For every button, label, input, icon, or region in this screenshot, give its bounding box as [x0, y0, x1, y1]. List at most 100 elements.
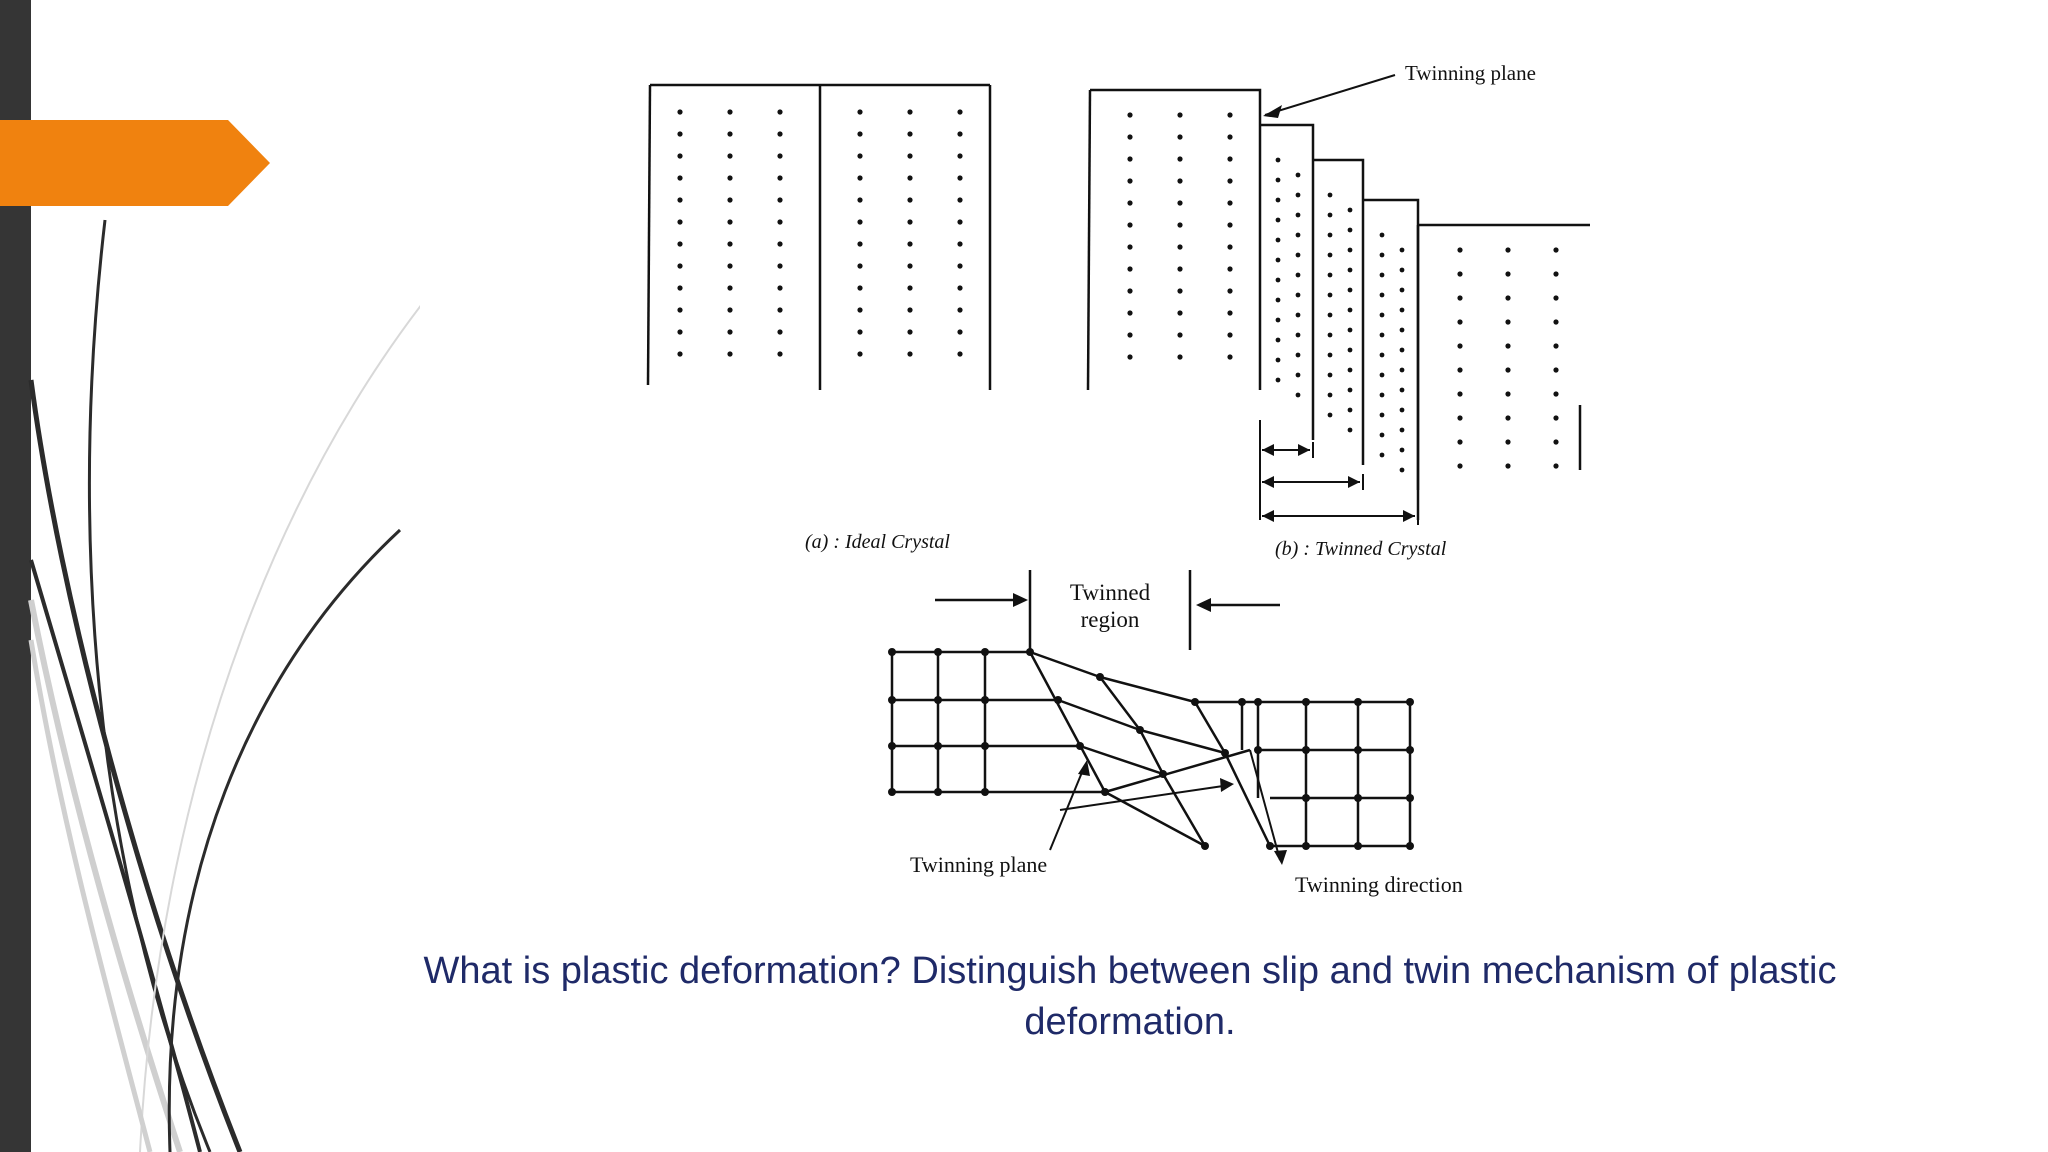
atom-dot — [1347, 227, 1353, 233]
atom-dot — [907, 131, 913, 137]
atom-dot — [1347, 307, 1353, 313]
atom-dot — [1505, 343, 1511, 349]
lattice-node — [1406, 746, 1414, 754]
lattice-node — [1159, 770, 1167, 778]
atom-dot — [1227, 288, 1233, 294]
atom-dot — [1177, 288, 1183, 294]
atom-dot — [1127, 266, 1133, 272]
lattice-node — [1354, 842, 1362, 850]
twinned-region-label-line1: Twinned — [1070, 580, 1151, 605]
atom-dot — [1227, 354, 1233, 360]
atom-dot — [1127, 178, 1133, 184]
atom-dot — [1227, 266, 1233, 272]
atom-dot — [907, 241, 913, 247]
atom-dot — [857, 329, 863, 335]
atom-dot — [1505, 271, 1511, 277]
atom-dot — [1295, 172, 1301, 178]
atom-dot — [677, 329, 683, 335]
atom-dot — [1327, 232, 1333, 238]
lattice-node — [1406, 794, 1414, 802]
atom-dot — [1379, 412, 1385, 418]
atom-dot — [957, 175, 963, 181]
accent-arrow-shape — [0, 120, 270, 206]
atom-dot — [1553, 319, 1559, 325]
atom-dot — [1505, 295, 1511, 301]
atom-dot — [1275, 257, 1281, 263]
atom-dot — [857, 153, 863, 159]
atom-dot — [957, 197, 963, 203]
atom-dot — [1399, 427, 1405, 433]
atom-dot — [907, 285, 913, 291]
atom-dot — [907, 197, 913, 203]
atom-dot — [1327, 352, 1333, 358]
atom-dot — [1295, 292, 1301, 298]
decorative-swoosh-lines — [28, 219, 420, 1152]
atom-dot — [677, 241, 683, 247]
atom-dot — [1327, 252, 1333, 258]
atom-dot — [677, 197, 683, 203]
atom-dot — [777, 285, 783, 291]
atom-dot — [1457, 367, 1463, 373]
atom-dot — [1379, 452, 1385, 458]
atom-dot — [727, 153, 733, 159]
atom-dot — [857, 285, 863, 291]
ideal-crystal-atoms — [677, 109, 963, 357]
atom-dot — [1347, 207, 1353, 213]
lattice-node — [1302, 746, 1310, 754]
atom-dot — [677, 153, 683, 159]
atom-dot — [1399, 467, 1405, 473]
ideal-crystal-figure — [646, 83, 992, 390]
atom-dot — [777, 131, 783, 137]
atom-dot — [1347, 327, 1353, 333]
atom-dot — [1457, 343, 1463, 349]
lattice-node — [934, 696, 942, 704]
atom-dot — [1177, 222, 1183, 228]
atom-dot — [1177, 266, 1183, 272]
atom-dot — [1553, 367, 1559, 373]
lattice-node — [1054, 696, 1062, 704]
atom-dot — [1295, 212, 1301, 218]
atom-dot — [727, 285, 733, 291]
atom-dot — [857, 109, 863, 115]
atom-dot — [857, 351, 863, 357]
atom-dot — [1553, 343, 1559, 349]
ideal-crystal-caption: (a) : Ideal Crystal — [805, 531, 950, 553]
lattice-node — [1076, 742, 1084, 750]
atom-dot — [1295, 352, 1301, 358]
atom-dot — [1379, 272, 1385, 278]
atom-dot — [1379, 372, 1385, 378]
atom-dot — [777, 307, 783, 313]
atom-dot — [677, 175, 683, 181]
atom-dot — [1399, 267, 1405, 273]
atom-dot — [1177, 200, 1183, 206]
lattice-node — [1254, 698, 1262, 706]
atom-dot — [857, 307, 863, 313]
atom-dot — [677, 285, 683, 291]
atom-dot — [1127, 200, 1133, 206]
atom-dot — [727, 263, 733, 269]
atom-dot — [1227, 134, 1233, 140]
atom-dot — [1379, 232, 1385, 238]
atom-dot — [907, 219, 913, 225]
atom-dot — [1379, 312, 1385, 318]
atom-dot — [957, 329, 963, 335]
twinning-direction-label: Twinning direction — [1295, 872, 1463, 897]
twinned-crystal-atoms — [1127, 112, 1559, 473]
atom-dot — [1177, 178, 1183, 184]
lattice-node — [934, 648, 942, 656]
atom-dot — [1347, 287, 1353, 293]
atom-dot — [907, 351, 913, 357]
atom-dot — [1553, 295, 1559, 301]
atom-dot — [777, 263, 783, 269]
atom-dot — [1399, 347, 1405, 353]
lattice-node — [1101, 788, 1109, 796]
atom-dot — [1347, 347, 1353, 353]
atom-dot — [1399, 247, 1405, 253]
atom-dot — [727, 131, 733, 137]
atom-dot — [1505, 319, 1511, 325]
atom-dot — [1177, 134, 1183, 140]
atom-dot — [1399, 447, 1405, 453]
atom-dot — [1457, 247, 1463, 253]
atom-dot — [1553, 391, 1559, 397]
atom-dot — [1295, 252, 1301, 258]
